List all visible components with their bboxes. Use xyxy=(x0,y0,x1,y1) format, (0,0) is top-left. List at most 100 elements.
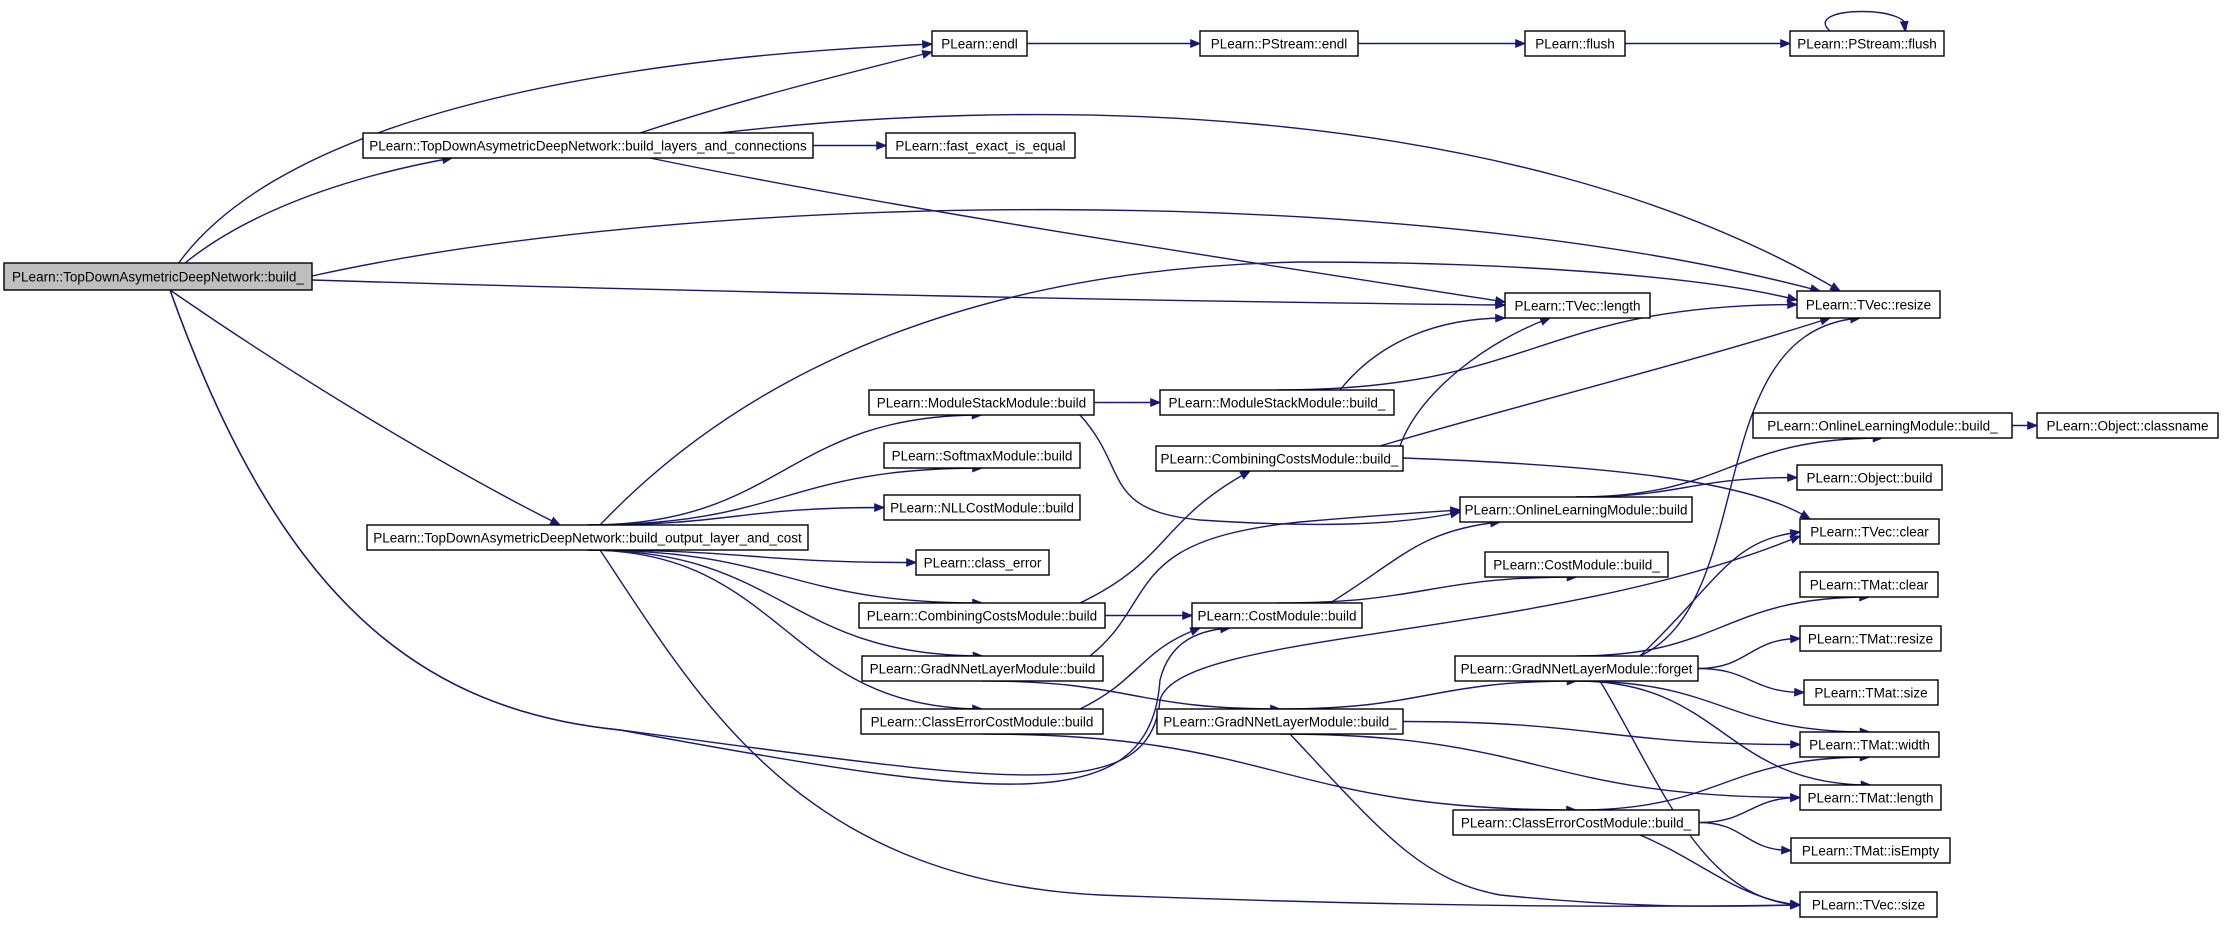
edge-line xyxy=(1276,303,1798,391)
edge-cecm_build_-to-tvec_size xyxy=(1639,834,1802,909)
edge-line xyxy=(587,549,983,657)
node-box[interactable] xyxy=(883,442,1081,469)
node-box[interactable] xyxy=(1789,30,1945,57)
node-cost-build[interactable]: PLearn::CostModule::build xyxy=(1191,602,1363,629)
node-tmat-isempty[interactable]: PLearn::TMat::isEmpty xyxy=(1790,837,1951,864)
node-gnl-forget[interactable]: PLearn::GradNNetLayerModule::forget xyxy=(1454,655,1699,682)
node-ccm-build-[interactable]: PLearn::CombiningCostsModule::build_ xyxy=(1155,445,1404,472)
node-box[interactable] xyxy=(1452,809,1700,836)
node-nll-build[interactable]: PLearn::NLLCostModule::build xyxy=(883,494,1081,521)
node-box[interactable] xyxy=(1504,292,1651,319)
node-box[interactable] xyxy=(1790,837,1951,864)
node-label: PLearn::Object::classname xyxy=(2046,419,2208,434)
node-label: PLearn::NLLCostModule::build xyxy=(890,501,1074,516)
node-pstream-endl[interactable]: PLearn::PStream::endl xyxy=(1199,30,1359,57)
edge-cost_build-to-cost_build_ xyxy=(1276,572,1578,604)
edge-line xyxy=(1697,667,1805,694)
node-box[interactable] xyxy=(1799,518,1940,545)
node-box[interactable] xyxy=(931,30,1028,57)
node-box[interactable] xyxy=(1454,655,1699,682)
edge-line xyxy=(982,680,1281,710)
node-tmat-resize[interactable]: PLearn::TMat::resize xyxy=(1799,625,1942,652)
edge-arrowhead xyxy=(1182,611,1194,620)
edge-arrowhead xyxy=(1789,528,1802,538)
edge-pstream_flush-to-pstream_flush xyxy=(1824,10,1909,33)
node-box[interactable] xyxy=(1156,708,1404,735)
node-box[interactable] xyxy=(860,708,1104,735)
edge-build_output-to-nll_build xyxy=(587,503,886,526)
node-olm-build-[interactable]: PLearn::OnlineLearningModule::build_ xyxy=(1752,412,2013,439)
node-cecm-build-[interactable]: PLearn::ClassErrorCostModule::build_ xyxy=(1452,809,1700,836)
node-box[interactable] xyxy=(915,549,1050,576)
node-box[interactable] xyxy=(1796,464,1943,491)
node-box[interactable] xyxy=(1484,551,1669,578)
node-gnl-build-[interactable]: PLearn::GradNNetLayerModule::build_ xyxy=(1156,708,1404,735)
edge-line xyxy=(1079,627,1201,710)
node-fast-exact[interactable]: PLearn::fast_exact_is_equal xyxy=(885,132,1076,159)
node-box[interactable] xyxy=(1803,679,1939,706)
node-box[interactable] xyxy=(1159,389,1395,416)
node-cecm-build[interactable]: PLearn::ClassErrorCostModule::build xyxy=(860,708,1104,735)
node-tvec-clear[interactable]: PLearn::TVec::clear xyxy=(1799,518,1940,545)
node-box[interactable] xyxy=(3,262,313,291)
node-box[interactable] xyxy=(1799,625,1942,652)
node-box[interactable] xyxy=(2036,412,2219,439)
node-pstream-flush[interactable]: PLearn::PStream::flush xyxy=(1789,30,1945,57)
edge-arrowhead xyxy=(922,39,934,49)
node-label: PLearn::TopDownAsymetricDeepNetwork::bui… xyxy=(12,270,304,285)
node-cost-build-[interactable]: PLearn::CostModule::build_ xyxy=(1484,551,1669,578)
edge-build_layers-to-tvec_resize xyxy=(719,113,1842,292)
node-box[interactable] xyxy=(1799,784,1942,811)
node-tmat-size[interactable]: PLearn::TMat::size xyxy=(1803,679,1939,706)
node-box[interactable] xyxy=(858,602,1106,629)
node-box[interactable] xyxy=(883,494,1081,521)
node-label: PLearn::PStream::endl xyxy=(1211,37,1348,52)
node-build-output[interactable]: PLearn::TopDownAsymetricDeepNetwork::bui… xyxy=(366,524,809,551)
node-gnl-build[interactable]: PLearn::GradNNetLayerModule::build xyxy=(861,655,1104,682)
node-tvec-size[interactable]: PLearn::TVec::size xyxy=(1799,891,1938,918)
node-tvec-resize[interactable]: PLearn::TVec::resize xyxy=(1796,290,1941,319)
node-box[interactable] xyxy=(366,524,809,551)
edge-tdn_build_-to-tvec_clear xyxy=(169,289,1802,776)
node-msm-build[interactable]: PLearn::ModuleStackModule::build xyxy=(868,389,1095,416)
node-olm-build[interactable]: PLearn::OnlineLearningModule::build xyxy=(1459,496,1693,523)
node-class-error[interactable]: PLearn::class_error xyxy=(915,549,1050,576)
node-box[interactable] xyxy=(885,132,1076,159)
node-box[interactable] xyxy=(1796,290,1941,319)
node-label: PLearn::SoftmaxModule::build xyxy=(892,449,1073,464)
node-box[interactable] xyxy=(1524,30,1626,57)
edge-gnl_forget-to-tvec_size xyxy=(1599,680,1802,909)
node-softmax-build[interactable]: PLearn::SoftmaxModule::build xyxy=(883,442,1081,469)
node-endl[interactable]: PLearn::endl xyxy=(931,30,1028,57)
node-box[interactable] xyxy=(1155,445,1404,472)
edge-line xyxy=(1339,317,1506,391)
node-box[interactable] xyxy=(868,389,1095,416)
node-obj-classname[interactable]: PLearn::Object::classname xyxy=(2036,412,2219,439)
node-box[interactable] xyxy=(1199,30,1359,57)
node-box[interactable] xyxy=(1799,891,1938,918)
node-box[interactable] xyxy=(362,132,814,159)
node-label: PLearn::GradNNetLayerModule::build_ xyxy=(1163,715,1397,730)
node-msm-build-[interactable]: PLearn::ModuleStackModule::build_ xyxy=(1159,389,1395,416)
node-tdn-build-[interactable]: PLearn::TopDownAsymetricDeepNetwork::bui… xyxy=(3,262,313,291)
node-box[interactable] xyxy=(1191,602,1363,629)
edge-arrowhead xyxy=(1515,39,1527,48)
node-box[interactable] xyxy=(1459,496,1693,523)
edge-ccm_build-to-ccm_build_ xyxy=(1079,470,1252,604)
node-box[interactable] xyxy=(861,655,1104,682)
node-box[interactable] xyxy=(1752,412,2013,439)
node-tmat-length[interactable]: PLearn::TMat::length xyxy=(1799,784,1942,811)
node-build-layers[interactable]: PLearn::TopDownAsymetricDeepNetwork::bui… xyxy=(362,132,814,159)
node-tvec-length[interactable]: PLearn::TVec::length xyxy=(1504,292,1651,319)
edge-gnl_build-to-gnl_build_ xyxy=(982,680,1282,714)
node-tmat-clear[interactable]: PLearn::TMat::clear xyxy=(1799,571,1939,598)
edge-line xyxy=(1698,821,1792,852)
node-box[interactable] xyxy=(1799,571,1939,598)
node-box[interactable] xyxy=(1799,731,1940,758)
edge-cost_build-to-olm_build xyxy=(1329,518,1502,604)
edge-arrowhead xyxy=(874,503,886,512)
node-tmat-width[interactable]: PLearn::TMat::width xyxy=(1799,731,1940,758)
node-ccm-build[interactable]: PLearn::CombiningCostsModule::build xyxy=(858,602,1106,629)
node-flush[interactable]: PLearn::flush xyxy=(1524,30,1626,57)
node-obj-build[interactable]: PLearn::Object::build xyxy=(1796,464,1943,491)
